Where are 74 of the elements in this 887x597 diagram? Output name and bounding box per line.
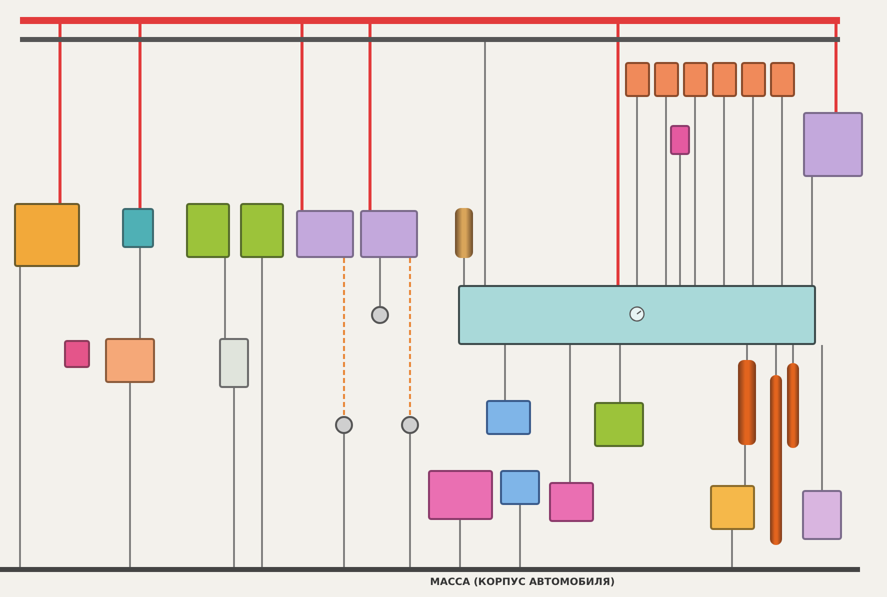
injector-box (625, 62, 650, 97)
ignition-coil (738, 360, 756, 445)
wire (139, 248, 141, 338)
sensor-box (594, 402, 644, 447)
wire (343, 434, 345, 567)
wire (723, 97, 725, 285)
wire (224, 258, 226, 338)
ground-caption: МАССА (КОРПУС АВТОМОБИЛЯ) (430, 577, 615, 588)
wire (744, 445, 746, 485)
injector-box (654, 62, 679, 97)
wire (616, 24, 620, 285)
wire (834, 24, 838, 112)
wire (792, 345, 794, 363)
sensor-cylinder (455, 208, 473, 258)
injector-box (712, 62, 737, 97)
wire (619, 345, 621, 402)
connector-box (64, 340, 90, 368)
relay-box (803, 112, 863, 177)
sensor-box (486, 400, 531, 435)
wire (504, 345, 506, 400)
wire (679, 155, 681, 285)
wire (138, 24, 142, 208)
wire (569, 345, 571, 482)
wire (694, 97, 696, 285)
injector-box (770, 62, 795, 97)
wire (379, 258, 381, 306)
wire (409, 434, 411, 567)
relay-box (14, 203, 80, 267)
wire (731, 530, 733, 567)
wire (781, 97, 783, 285)
relay-box (296, 210, 354, 258)
wire (261, 258, 263, 567)
ground-bus (20, 37, 840, 42)
injector-box (683, 62, 708, 97)
switch-box (219, 338, 249, 388)
ground-bar (0, 567, 860, 572)
valve-box (670, 125, 690, 155)
ignition-coil (770, 375, 782, 545)
wire (300, 24, 304, 210)
motor-circle (371, 306, 389, 324)
relay-box (240, 203, 284, 258)
wire (519, 505, 521, 567)
motor-circle (401, 416, 419, 434)
wire (746, 345, 748, 360)
wire (821, 345, 823, 490)
wire (665, 97, 667, 285)
fuse-box (122, 208, 154, 248)
sensor-box (710, 485, 755, 530)
wire (636, 97, 638, 285)
wire (58, 24, 62, 203)
sensor-box (802, 490, 842, 540)
control-unit-box (458, 285, 816, 345)
sensor-box (500, 470, 540, 505)
wire (343, 258, 345, 416)
wire (459, 520, 461, 567)
relay-box (186, 203, 230, 258)
wire (19, 267, 21, 567)
wire (463, 258, 465, 285)
wire (129, 383, 131, 567)
wire (484, 42, 486, 285)
injector-box (741, 62, 766, 97)
wire (811, 177, 813, 285)
wire (775, 345, 777, 375)
wire (409, 258, 411, 416)
distributor-box (428, 470, 493, 520)
throttle-sensor-box (549, 482, 594, 522)
ignition-coil (787, 363, 799, 448)
relay-box (360, 210, 418, 258)
relay-box (105, 338, 155, 383)
wire (368, 24, 372, 210)
wire (752, 97, 754, 285)
power-bus (20, 17, 840, 24)
wire (233, 388, 235, 567)
motor-circle (335, 416, 353, 434)
